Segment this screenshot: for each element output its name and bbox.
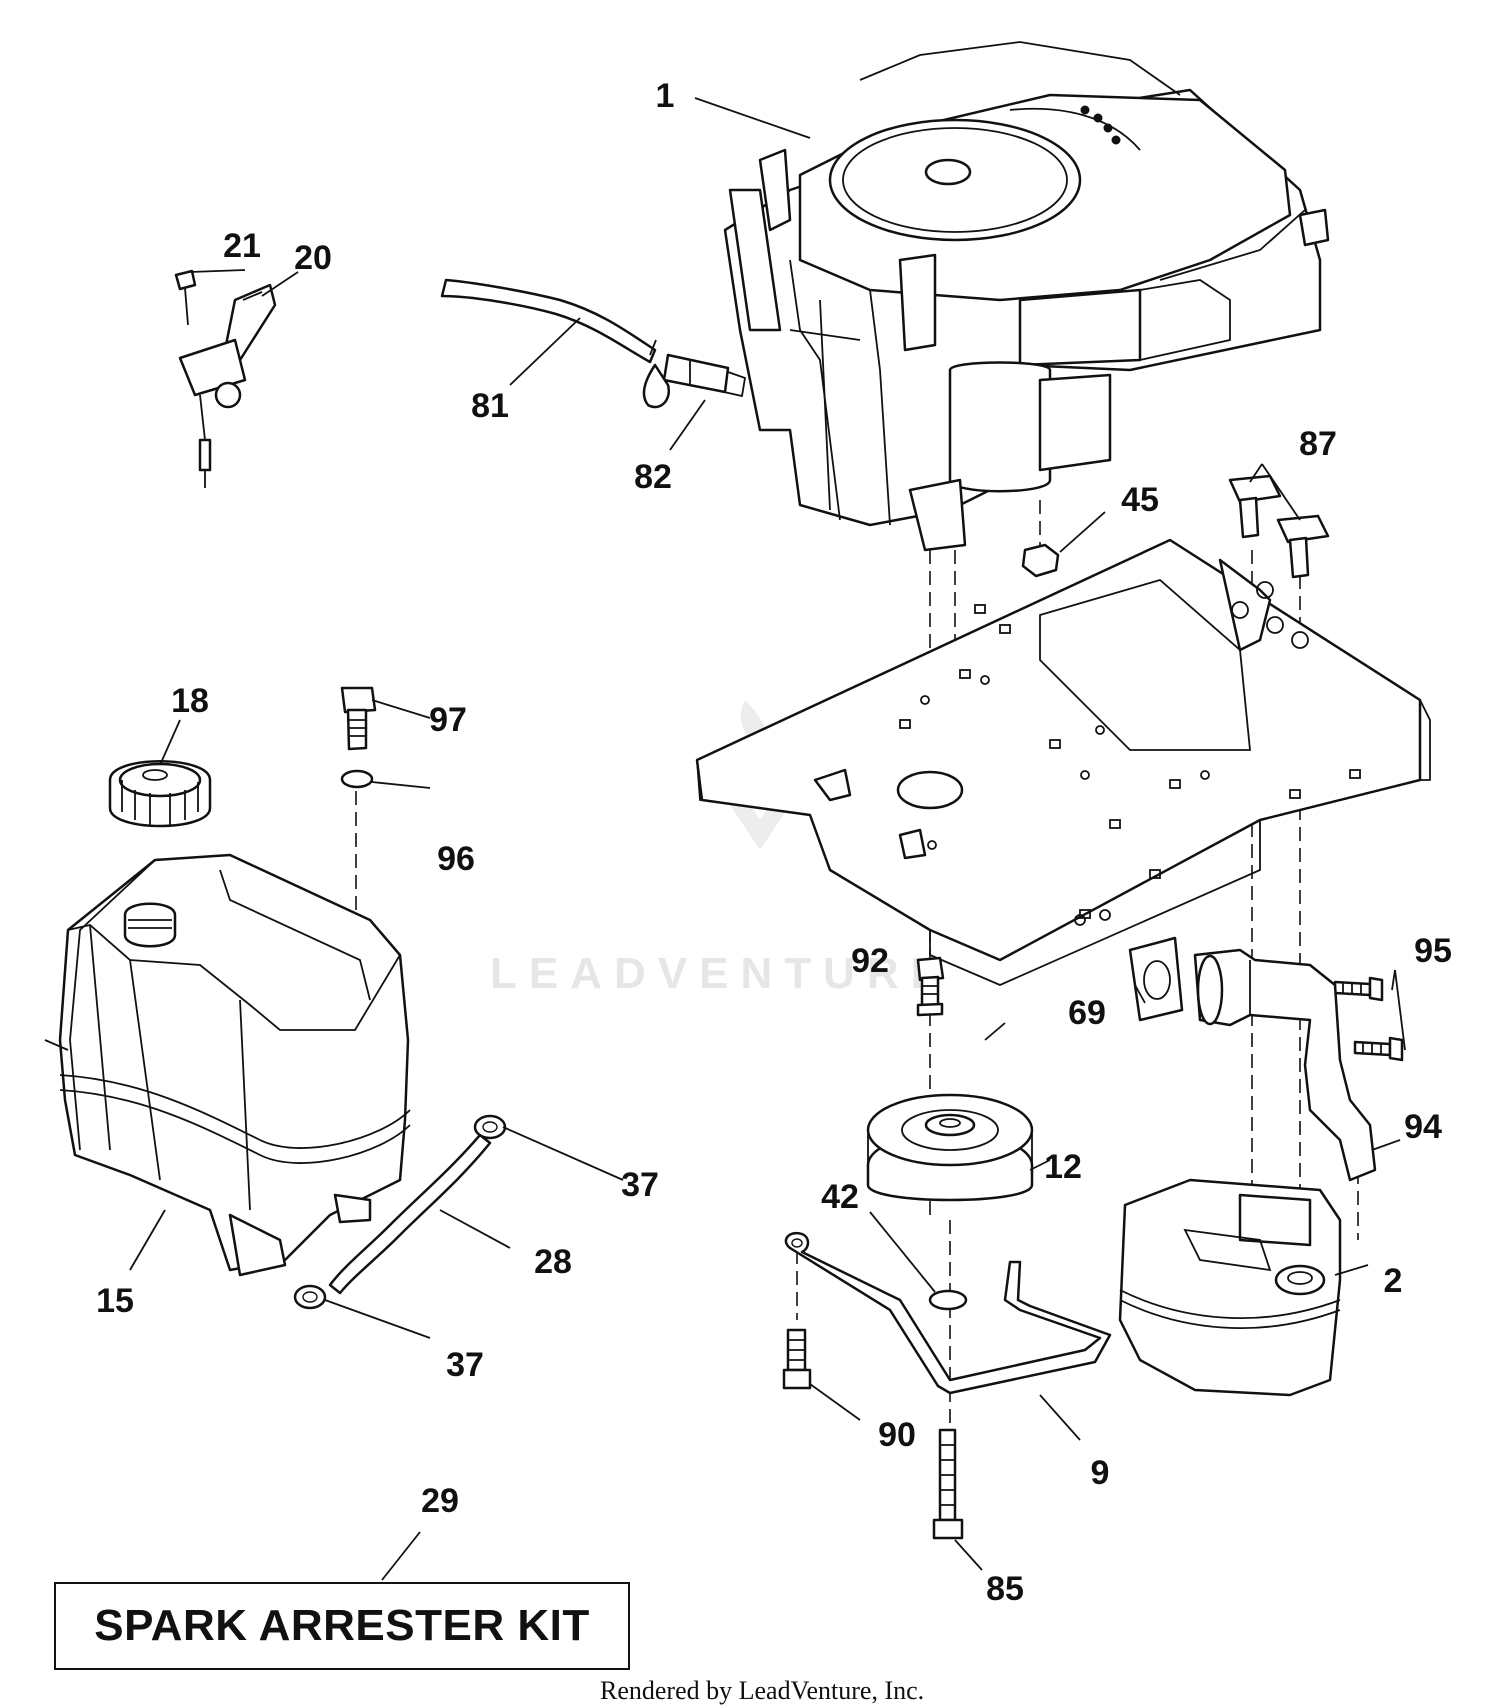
callout-42: 42 (821, 1178, 859, 1216)
callout-96: 96 (437, 840, 475, 878)
callout-1: 1 (656, 77, 675, 115)
exhaust-pipe (1193, 948, 1377, 1182)
callout-97: 97 (429, 701, 467, 739)
exhaust-screws (1333, 976, 1404, 1062)
footer-credit: Rendered by LeadVenture, Inc. (600, 1676, 925, 1705)
callout-81: 81 (471, 387, 509, 425)
frame-plate (695, 538, 1431, 986)
callout-95: 95 (1414, 932, 1452, 970)
hose-clamp-upper (473, 1114, 507, 1140)
hex-nut (1021, 543, 1060, 578)
tank-bolt (340, 686, 377, 751)
fuel-hose (440, 278, 657, 364)
callout-94: 94 (1404, 1108, 1442, 1146)
spark-arrester-kit-label: SPARK ARRESTER KIT (94, 1601, 590, 1650)
callout-90: 90 (878, 1416, 916, 1454)
callout-85: 85 (986, 1570, 1024, 1608)
throttle-control (174, 269, 277, 488)
callout-29: 29 (421, 1482, 459, 1520)
callout-12: 12 (1044, 1148, 1082, 1186)
frame-bolts (1228, 474, 1330, 579)
engine (723, 41, 1330, 552)
callout-87: 87 (1299, 425, 1337, 463)
spark-arrester-kit-box: SPARK ARRESTER KIT (54, 1582, 630, 1670)
watermark-text: LEADVENTURE (490, 949, 952, 998)
fuel-tank (44, 853, 411, 1277)
brake-rod (784, 1231, 1112, 1395)
muffler (1118, 1178, 1342, 1397)
callout-9: 9 (1091, 1454, 1110, 1492)
callouts: 1 2 9 12 15 18 20 21 28 29 37 37 42 45 6… (96, 77, 1452, 1608)
callout-45: 45 (1121, 481, 1159, 519)
callout-18: 18 (171, 682, 209, 720)
pulley-bolt (916, 956, 945, 1017)
callout-28: 28 (534, 1243, 572, 1281)
callout-21: 21 (223, 227, 261, 265)
fuel-filter (642, 353, 747, 409)
callout-20: 20 (294, 239, 332, 277)
hose-clamp-lower (293, 1284, 327, 1310)
rod-bolt (782, 1328, 812, 1390)
engine-pulley (866, 1093, 1034, 1202)
callout-15: 15 (96, 1282, 134, 1320)
tank-washer (340, 769, 374, 789)
pulley-washer (928, 1289, 968, 1311)
fuel-line (328, 1133, 492, 1295)
leader-lines (129, 97, 1406, 1581)
long-bolt (932, 1428, 964, 1540)
callout-92: 92 (851, 942, 889, 980)
gas-cap (108, 760, 212, 828)
callout-69: 69 (1068, 994, 1106, 1032)
callout-2: 2 (1384, 1262, 1403, 1300)
callout-37-lower: 37 (446, 1346, 484, 1384)
callout-82: 82 (634, 458, 672, 496)
callout-37-upper: 37 (621, 1166, 659, 1204)
exhaust-gasket (1128, 936, 1184, 1022)
